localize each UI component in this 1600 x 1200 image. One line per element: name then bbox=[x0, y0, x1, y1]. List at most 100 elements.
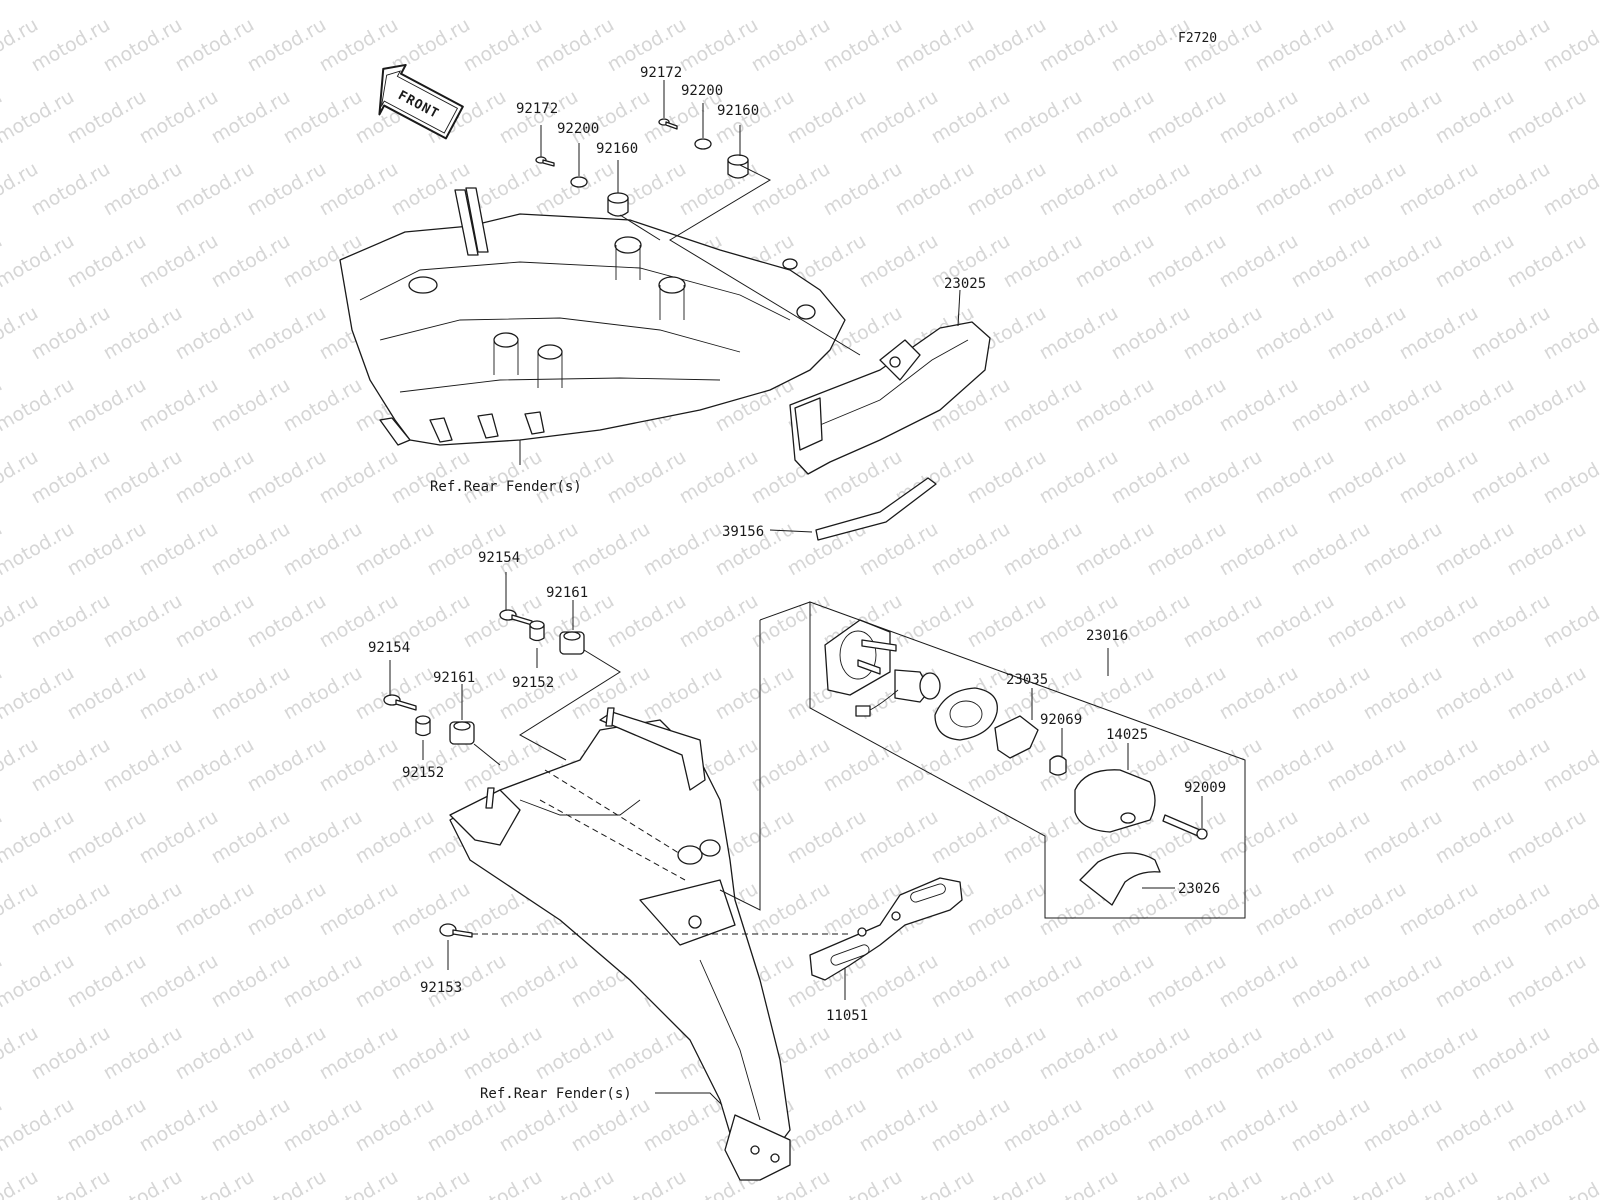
watermark-text: motod.ru bbox=[964, 590, 1050, 653]
label-92161-lower: 92161 bbox=[433, 670, 475, 686]
label-ref-rear-fender-bottom: Ref.Rear Fender(s) bbox=[480, 1086, 632, 1102]
watermark-text: motod.ru bbox=[784, 806, 870, 869]
label-92154-upper: 92154 bbox=[478, 550, 520, 566]
grommet-92161-upper bbox=[559, 631, 585, 655]
watermark-text: motod.ru bbox=[568, 86, 654, 149]
watermark-text: motod.ru bbox=[964, 878, 1050, 941]
watermark-text: motod.ru bbox=[568, 0, 654, 4]
watermark-text: motod.ru bbox=[136, 518, 222, 581]
watermark-text: motod.ru bbox=[1252, 158, 1338, 221]
watermark-text: motod.ru bbox=[352, 662, 438, 725]
watermark-text: motod.ru bbox=[136, 950, 222, 1013]
bolt-92172-left bbox=[535, 156, 555, 167]
watermark-text: motod.ru bbox=[0, 230, 78, 293]
watermark-text: motod.ru bbox=[676, 14, 762, 77]
watermark-text: motod.ru bbox=[460, 1022, 546, 1085]
watermark-text: motod.ru bbox=[100, 590, 186, 653]
watermark-text: motod.ru bbox=[1000, 230, 1086, 293]
watermark-text: motod.ru bbox=[784, 0, 870, 4]
watermark-text: motod.ru bbox=[1216, 1094, 1302, 1157]
collar-92152-lower bbox=[415, 715, 431, 737]
watermark-text: motod.ru bbox=[1144, 0, 1230, 4]
watermark-text: motod.ru bbox=[1360, 0, 1446, 4]
watermark-text: motod.ru bbox=[1216, 86, 1302, 149]
watermark-text: motod.ru bbox=[532, 446, 618, 509]
watermark-text: motod.ru bbox=[892, 590, 978, 653]
watermark-text: motod.ru bbox=[1036, 158, 1122, 221]
watermark-text: motod.ru bbox=[28, 446, 114, 509]
watermark-text: motod.ru bbox=[0, 806, 78, 869]
watermark-text: motod.ru bbox=[280, 662, 366, 725]
watermark-text: motod.ru bbox=[1360, 1094, 1446, 1157]
watermark-text: motod.ru bbox=[1288, 950, 1374, 1013]
watermark-text: motod.ru bbox=[172, 1022, 258, 1085]
watermark-text: motod.ru bbox=[1504, 230, 1590, 293]
watermark-text: motod.ru bbox=[1324, 302, 1410, 365]
watermark-text: motod.ru bbox=[856, 86, 942, 149]
watermark-text: motod.ru bbox=[1468, 158, 1554, 221]
watermark-text: motod.ru bbox=[820, 1022, 906, 1085]
label-92172-right: 92172 bbox=[640, 65, 682, 81]
watermark-text: motod.ru bbox=[1468, 590, 1554, 653]
watermark-text: motod.ru bbox=[244, 878, 330, 941]
watermark-text: motod.ru bbox=[280, 0, 366, 4]
watermark-text: motod.ru bbox=[640, 1094, 726, 1157]
watermark-text: motod.ru bbox=[1396, 734, 1482, 797]
washer-92200-right bbox=[694, 138, 712, 150]
reflector-23026 bbox=[1079, 852, 1161, 906]
watermark-text: motod.ru bbox=[136, 0, 222, 4]
watermark-text: motod.ru bbox=[0, 86, 78, 149]
watermark-text: motod.ru bbox=[0, 1166, 42, 1200]
watermark-text: motod.ru bbox=[1288, 1094, 1374, 1157]
watermark-text: motod.ru bbox=[1288, 806, 1374, 869]
watermark-text: motod.ru bbox=[352, 0, 438, 4]
watermark-text: motod.ru bbox=[1396, 1022, 1482, 1085]
watermark-text: motod.ru bbox=[172, 734, 258, 797]
watermark-text: motod.ru bbox=[64, 0, 150, 4]
watermark-text: motod.ru bbox=[1036, 446, 1122, 509]
washer-92200-left bbox=[570, 176, 588, 188]
watermark-text: motod.ru bbox=[640, 0, 726, 4]
watermark-text: motod.ru bbox=[208, 0, 294, 4]
watermark-text: motod.ru bbox=[136, 86, 222, 149]
screw-92154-lower bbox=[383, 694, 417, 711]
watermark-text: motod.ru bbox=[244, 1022, 330, 1085]
watermark-text: motod.ru bbox=[1504, 1094, 1590, 1157]
watermark-text: motod.ru bbox=[496, 1094, 582, 1157]
watermark-text: motod.ru bbox=[244, 302, 330, 365]
watermark-text: motod.ru bbox=[424, 1094, 510, 1157]
watermark-text: motod.ru bbox=[568, 1094, 654, 1157]
watermark-text: motod.ru bbox=[172, 878, 258, 941]
bolt-92172-right bbox=[658, 118, 678, 130]
watermark-text: motod.ru bbox=[496, 0, 582, 4]
watermark-text: motod.ru bbox=[748, 158, 834, 221]
watermark-text: motod.ru bbox=[1036, 1022, 1122, 1085]
watermark-text: motod.ru bbox=[1144, 950, 1230, 1013]
watermark-text: motod.ru bbox=[1216, 662, 1302, 725]
watermark-text: motod.ru bbox=[1252, 446, 1338, 509]
watermark-text: motod.ru bbox=[820, 14, 906, 77]
watermark-text: motod.ru bbox=[1468, 878, 1554, 941]
watermark-text: motod.ru bbox=[604, 446, 690, 509]
watermark-text: motod.ru bbox=[1252, 878, 1338, 941]
watermark-text: motod.ru bbox=[1036, 302, 1122, 365]
watermark-text: motod.ru bbox=[892, 734, 978, 797]
watermark-text: motod.ru bbox=[856, 1094, 942, 1157]
watermark-text: motod.ru bbox=[352, 518, 438, 581]
watermark-text: motod.ru bbox=[1504, 662, 1590, 725]
watermark-text: motod.ru bbox=[1216, 230, 1302, 293]
watermark-text: motod.ru bbox=[1000, 0, 1086, 4]
watermark-text: motod.ru bbox=[28, 1022, 114, 1085]
watermark-text: motod.ru bbox=[496, 662, 582, 725]
label-92152-upper: 92152 bbox=[512, 675, 554, 691]
watermark-text: motod.ru bbox=[460, 446, 546, 509]
watermark-text: motod.ru bbox=[1144, 806, 1230, 869]
watermark-text: motod.ru bbox=[1036, 14, 1122, 77]
watermark-text: motod.ru bbox=[1324, 446, 1410, 509]
label-14025: 14025 bbox=[1106, 727, 1148, 743]
watermark-text: motod.ru bbox=[1540, 14, 1600, 77]
watermark-text: motod.ru bbox=[1360, 374, 1446, 437]
watermark-text: motod.ru bbox=[1180, 590, 1266, 653]
watermark-text: motod.ru bbox=[640, 662, 726, 725]
watermark-text: motod.ru bbox=[64, 374, 150, 437]
